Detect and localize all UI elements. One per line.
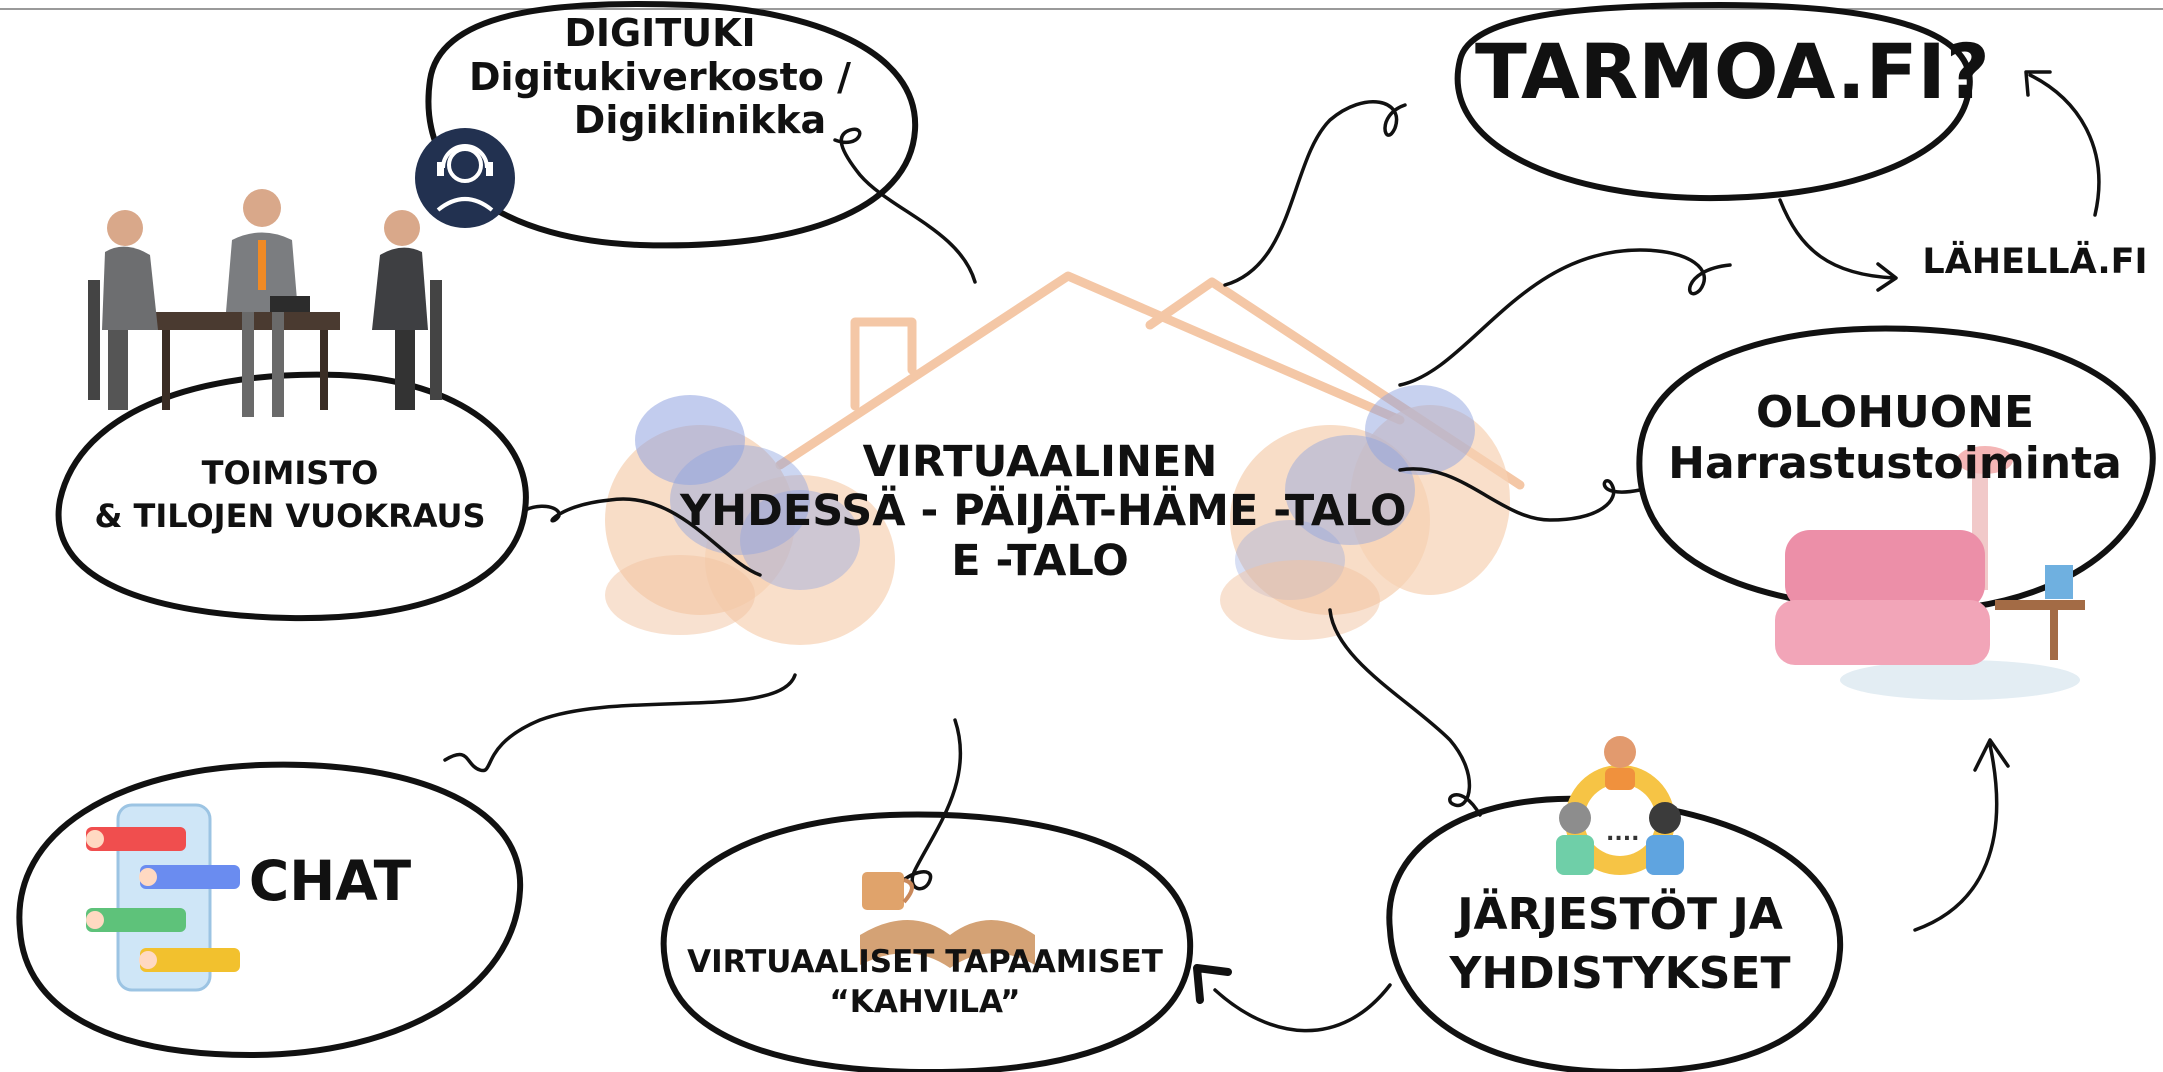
center-title-line3: E -TALO — [951, 535, 1129, 586]
olohuone-title: OLOHUONE — [1755, 387, 2035, 438]
connector-tarmoa — [1223, 100, 1407, 287]
bubble-chat — [16, 761, 524, 1059]
lahella-label: LÄHELLÄ.FI — [1922, 242, 2148, 282]
kahvila-title: VIRTUAALISET TAPAAMISET — [687, 944, 1163, 980]
arrowhead-olohuone — [1973, 738, 2010, 772]
center-title: VIRTUAALINEN YHDESSÄ - PÄIJÄT-HÄME -TALO… — [680, 437, 1407, 586]
kahvila-subtitle: “KAHVILA” — [829, 983, 1021, 1020]
arrowhead-tarmoa — [2024, 70, 2052, 97]
connector-olohuone — [1398, 467, 1642, 522]
digituki-line2: Digitukiverkosto / — [469, 54, 851, 99]
toimisto-label: TOIMISTO & TILOJEN VUOKRAUS — [70, 455, 510, 535]
connector-digituki — [833, 127, 977, 284]
connector-olohuone-top — [1398, 248, 1732, 387]
connector-toimisto — [523, 497, 762, 577]
coffee-book-icon — [860, 872, 1035, 968]
center-title-line2: YHDESSÄ - PÄIJÄT-HÄME -TALO — [680, 486, 1407, 537]
arrowhead-lahella — [1876, 262, 1898, 292]
arrow-jarjestot-to-olohuone — [1913, 743, 1999, 932]
connector-jarjestot — [1328, 608, 1482, 817]
olohuone-subtitle: Harrastustoiminta — [1668, 437, 2122, 489]
phone-chat-icon — [86, 803, 240, 992]
bubble-jarjestot — [1386, 795, 1844, 1072]
center-title-line1: VIRTUAALINEN — [862, 437, 1218, 487]
top-border — [0, 8, 2163, 10]
arrow-jarjestot-to-kahvila — [1213, 983, 1392, 1033]
bubble-tarmoa — [1454, 1, 1973, 202]
kahvila-label: VIRTUAALISET TAPAAMISET “KAHVILA” — [665, 944, 1185, 1020]
digituki-title: DIGITUKI — [564, 11, 756, 55]
arrowhead-kahvila — [1193, 964, 1232, 1004]
svg-text:....: .... — [1606, 821, 1639, 846]
sofa-icon — [1775, 446, 2085, 700]
arrow-lahella-to-tarmoa — [2028, 73, 2101, 217]
tarmoa-label: TARMOA.FI? — [1475, 27, 1990, 116]
jarjestot-title: JÄRJESTÖT JA — [1457, 889, 1783, 940]
toimisto-title: TOIMISTO — [201, 454, 379, 492]
bubble-digituki — [425, 0, 919, 249]
people-meeting-icon — [88, 189, 442, 417]
digituki-label: DIGITUKI Digitukiverkosto / Digiklinikka — [440, 11, 880, 143]
bubble-kahvila — [660, 811, 1194, 1072]
connector-kahvila — [893, 718, 963, 892]
cloud-left — [605, 395, 895, 645]
toimisto-subtitle: & TILOJEN VUOKRAUS — [94, 496, 486, 535]
olohuone-label: OLOHUONE Harrastustoiminta — [1650, 387, 2140, 489]
headset-support-icon — [415, 128, 515, 228]
arrow-tarmoa-to-lahella — [1778, 198, 1897, 280]
chat-label: CHAT — [248, 849, 412, 913]
team-gear-icon: .... — [1556, 736, 1684, 875]
cloud-right — [1220, 385, 1510, 640]
jarjestot-subtitle: YHDISTYKSET — [1449, 947, 1791, 999]
connector-chat — [443, 673, 797, 773]
digituki-line3: Digiklinikka — [573, 98, 827, 143]
jarjestot-label: JÄRJESTÖT JA YHDISTYKSET — [1420, 889, 1820, 999]
bubble-olohuone — [1636, 325, 2156, 615]
